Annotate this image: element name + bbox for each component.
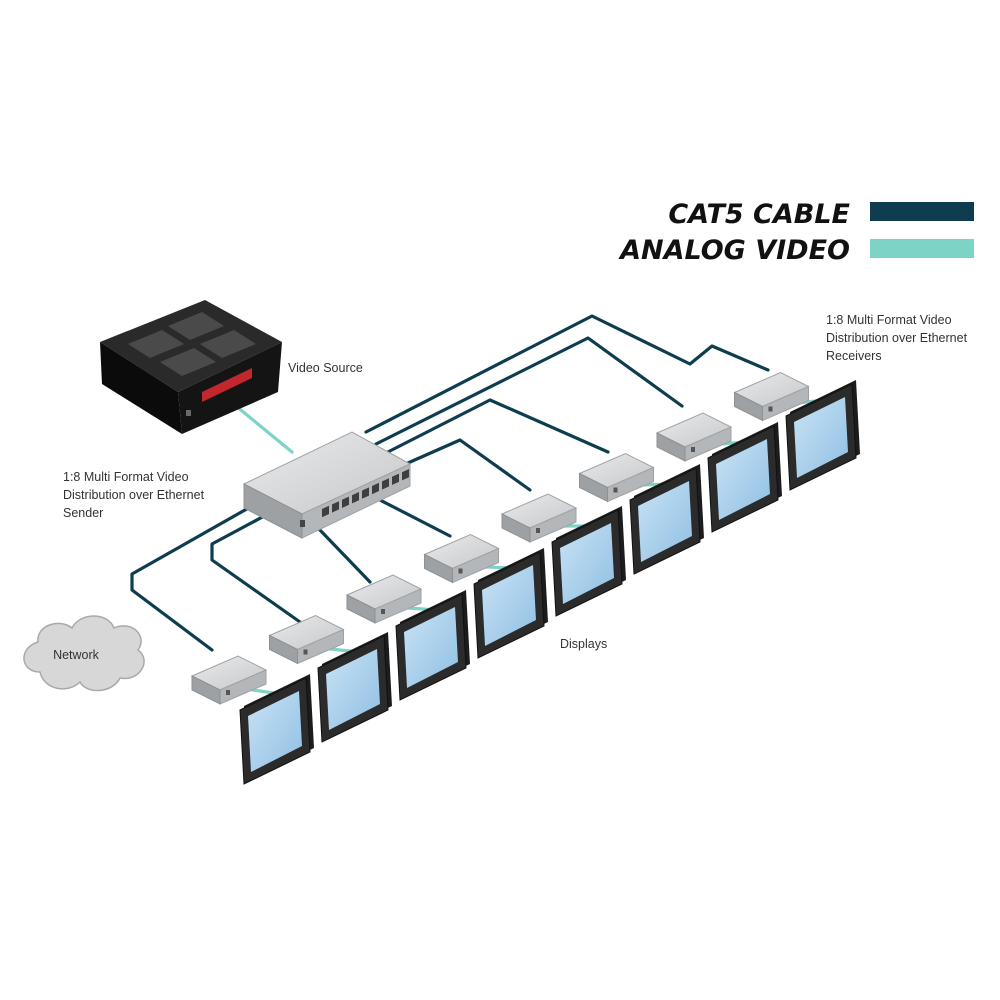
displays	[239, 380, 860, 785]
receivers	[190, 371, 810, 705]
legend-cat5-label: CAT5 CABLE	[668, 199, 850, 230]
sender-port	[322, 505, 329, 518]
legend: CAT5 CABLE ANALOG VIDEO	[618, 199, 974, 266]
receiver-side	[734, 391, 763, 422]
receiver-unit	[345, 574, 423, 624]
display-monitor	[707, 422, 782, 533]
network-cloud: Network	[23, 615, 145, 692]
displays-label: Displays	[560, 637, 607, 651]
receivers-label-line-2: Distribution over Ethernet	[826, 331, 968, 345]
receiver-port	[458, 568, 463, 574]
receivers-label-line-1: 1:8 Multi Format Video	[826, 313, 952, 327]
receiver-port	[536, 528, 540, 533]
display-monitor	[317, 632, 392, 743]
receiver-side	[579, 472, 608, 503]
receiver-side	[346, 594, 376, 624]
display-screen	[482, 565, 536, 646]
display-monitor	[629, 464, 704, 575]
display-screen	[326, 649, 380, 730]
sender-port	[352, 492, 359, 504]
cat5-cable	[316, 526, 372, 584]
source-power-button	[186, 410, 191, 416]
receiver-port	[691, 447, 695, 452]
network-label: Network	[53, 648, 100, 662]
display-monitor	[785, 380, 860, 491]
receiver-side	[424, 553, 453, 584]
display-monitor	[551, 506, 626, 617]
display-screen	[404, 607, 458, 688]
receivers-label-line-3: Receivers	[826, 349, 882, 363]
receiver-unit	[423, 533, 500, 584]
sender-port	[402, 469, 409, 481]
cat5-cable	[378, 498, 452, 538]
receiver-side	[269, 634, 298, 665]
display-screen	[716, 439, 770, 520]
cat5-cable	[378, 398, 610, 458]
receiver-unit	[733, 371, 810, 422]
sender-label-line-1: 1:8 Multi Format Video	[63, 470, 189, 484]
sender-label-line-3: Sender	[63, 506, 103, 520]
receiver-port	[613, 487, 618, 493]
cat5-cables	[130, 314, 770, 652]
source-side	[100, 342, 182, 434]
cat5-cable	[364, 314, 770, 434]
source-tile-1	[128, 330, 184, 358]
receiver-unit	[578, 452, 655, 503]
source-tile-2	[168, 312, 224, 340]
sender-port	[362, 487, 369, 499]
receiver-unit	[655, 412, 733, 462]
legend-cat5-swatch	[870, 202, 974, 221]
receiver-unit	[190, 655, 268, 705]
receiver-port	[768, 406, 773, 412]
sender-port	[392, 473, 399, 485]
sender-device	[242, 431, 412, 539]
receiver-side	[191, 675, 221, 705]
source-display-window	[202, 368, 252, 402]
display-monitor	[395, 590, 470, 701]
display-monitor	[473, 548, 548, 659]
sender-port-row	[322, 469, 409, 518]
legend-analog-label: ANALOG VIDEO	[618, 235, 850, 266]
display-screen	[248, 691, 302, 772]
legend-analog-swatch	[870, 239, 974, 258]
receiver-unit	[268, 614, 345, 665]
cat5-cable	[390, 438, 532, 492]
source-tile-3	[160, 348, 216, 376]
display-monitor	[239, 674, 314, 785]
receiver-side	[656, 432, 686, 462]
sender-port	[332, 501, 339, 513]
receiver-port	[381, 609, 385, 614]
sender-status-led	[300, 520, 305, 527]
cloud-shape	[23, 615, 145, 692]
sender-port	[382, 478, 389, 490]
analog-cable-source	[234, 404, 294, 454]
source-tile-4	[200, 330, 256, 358]
video-source-device	[100, 300, 282, 434]
cat5-cable	[374, 336, 684, 446]
cat5-cable	[210, 512, 302, 624]
source-top	[100, 300, 282, 392]
display-screen	[794, 397, 848, 478]
display-screen	[638, 481, 692, 562]
sender-side	[243, 483, 303, 539]
sender-label-line-2: Distribution over Ethernet	[63, 488, 205, 502]
receiver-port	[226, 690, 230, 695]
cat5-cable	[130, 504, 254, 652]
receiver-side	[501, 513, 531, 543]
sender-port	[342, 496, 349, 508]
display-screen	[560, 523, 614, 604]
receiver-port	[303, 649, 308, 655]
video-source-label: Video Source	[288, 361, 363, 375]
receiver-unit	[500, 493, 578, 543]
sender-port	[372, 482, 379, 495]
